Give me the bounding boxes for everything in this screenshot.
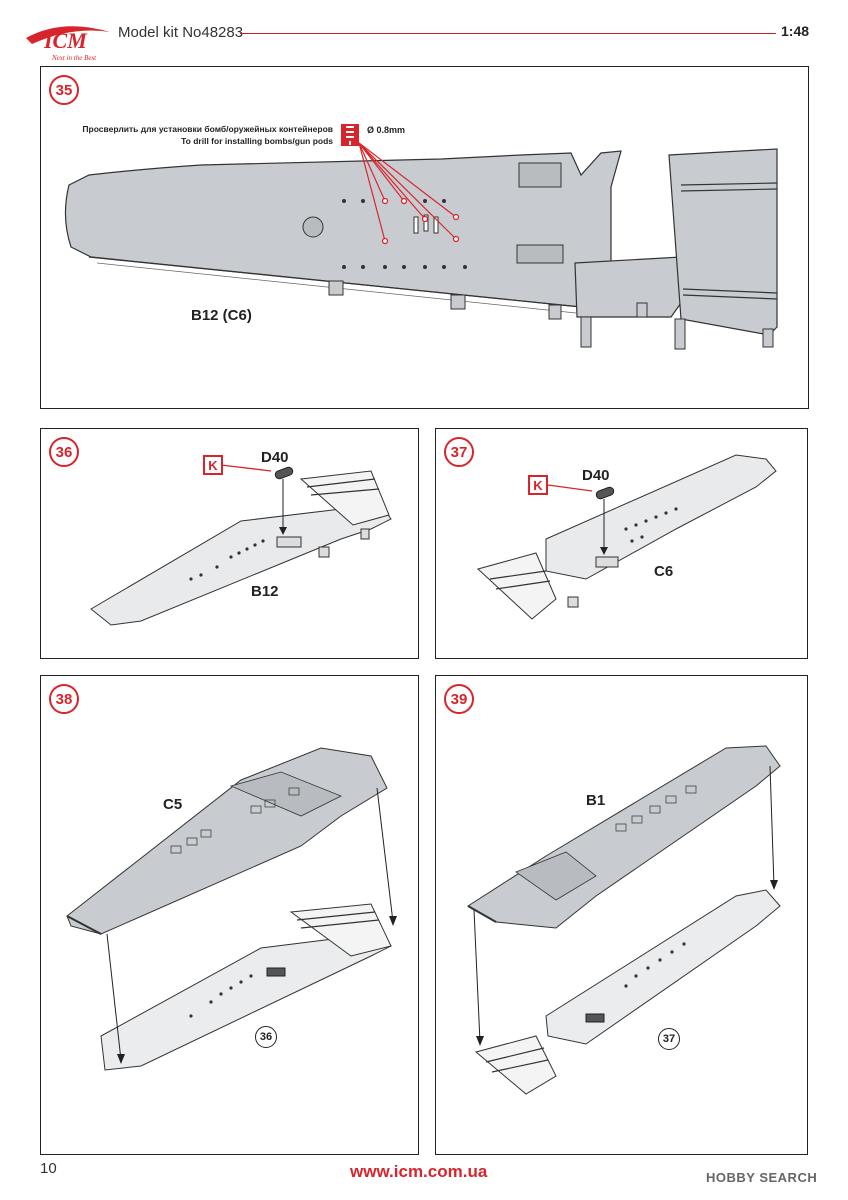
step-38-panel: 38 C5 36 bbox=[40, 675, 419, 1155]
step-35-panel: 35 Просверлить для установки бомб/оружей… bbox=[40, 66, 809, 409]
step-39-reference: 37 bbox=[658, 1028, 680, 1050]
step-35-drawing bbox=[64, 124, 778, 350]
step-36-panel: 36 K D40 B12 bbox=[40, 428, 419, 659]
step-38-drawing bbox=[66, 747, 397, 1071]
logo-tagline: Next in the Best bbox=[51, 54, 97, 62]
step-35-part-label: B12 (C6) bbox=[191, 307, 252, 324]
step-39-number: 39 bbox=[444, 684, 474, 714]
step-37-part-label: C6 bbox=[654, 563, 674, 580]
step-35-instruction: Просверлить для установки бомб/оружейных… bbox=[81, 123, 333, 147]
step-37-detail-label: D40 bbox=[582, 467, 610, 484]
icm-logo: ICM Next in the Best bbox=[22, 18, 114, 64]
step-39-drawing bbox=[467, 745, 781, 1095]
step-36-part-label: B12 bbox=[251, 583, 279, 600]
page-number: 10 bbox=[40, 1160, 57, 1177]
model-kit-title: Model kit No48283 bbox=[118, 24, 244, 41]
step-39-panel: 39 B1 37 bbox=[435, 675, 808, 1155]
step-38-number: 38 bbox=[49, 684, 79, 714]
step-38-part-label: C5 bbox=[163, 796, 183, 813]
step-36-k-marker: K bbox=[203, 455, 223, 475]
step-37-number: 37 bbox=[444, 437, 474, 467]
drill-size-label: Ø 0.8mm bbox=[367, 125, 406, 135]
website-link[interactable]: www.icm.com.ua bbox=[350, 1162, 488, 1181]
step-37-panel: 37 K D40 C6 bbox=[435, 428, 808, 659]
step-36-number: 36 bbox=[49, 437, 79, 467]
hobby-search-watermark: HOBBY SEARCH bbox=[706, 1170, 818, 1185]
step-37-drawing bbox=[477, 454, 777, 620]
header-divider bbox=[240, 33, 776, 34]
instruction-russian: Просверлить для установки бомб/оружейных… bbox=[82, 124, 333, 134]
step-39-part-label: B1 bbox=[586, 792, 606, 809]
instruction-english: To drill for installing bombs/gun pods bbox=[181, 136, 333, 146]
step-37-k-marker: K bbox=[528, 475, 548, 495]
step-35-number: 35 bbox=[49, 75, 79, 105]
logo-brand: ICM bbox=[43, 28, 88, 53]
step-38-reference: 36 bbox=[255, 1026, 277, 1048]
scale-label: 1:48 bbox=[781, 23, 810, 39]
step-36-drawing bbox=[90, 464, 392, 626]
step-36-detail-label: D40 bbox=[261, 449, 289, 466]
